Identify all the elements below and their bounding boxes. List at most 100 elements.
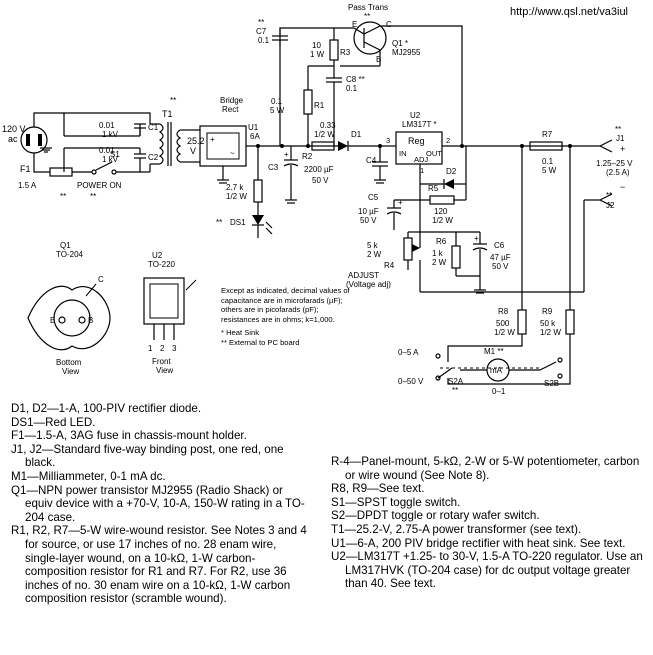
svg-text:**: ** xyxy=(452,386,458,395)
svg-text:1/2 W: 1/2 W xyxy=(432,216,453,225)
svg-text:**: ** xyxy=(606,191,612,200)
q1-pkg-label: Q1 xyxy=(60,241,71,250)
svg-text:**: ** xyxy=(258,18,264,27)
resistor-r1: R1 0.1 5 W xyxy=(270,65,334,148)
svg-text:(2.5 A): (2.5 A) xyxy=(606,168,630,177)
output-terminals: ** J1 + 1.25–25 V (2.5 A) − ** J2 xyxy=(584,125,633,210)
u2-pin-1: 1 xyxy=(148,344,153,353)
ground-return xyxy=(419,200,585,293)
part-item: S1—SPST toggle switch. xyxy=(331,495,461,509)
r9-value: 50 k xyxy=(540,319,556,328)
svg-text:50 V: 50 V xyxy=(312,176,329,185)
d1-label: D1 xyxy=(351,130,362,139)
led-ds1: 2.7 k 1/2 W ** DS1 xyxy=(216,146,273,238)
resistor-r2: 0.33 1/2 W R2 xyxy=(302,121,336,161)
q1-pin-b: B xyxy=(88,316,93,325)
bridge-rectifier-u1: Bridge Rect U1 6A + ~ xyxy=(190,96,260,184)
svg-text:B: B xyxy=(376,55,381,64)
capacitance-note: Except as indicated, decimal values of c… xyxy=(221,286,351,348)
svg-text:2 W: 2 W xyxy=(367,250,382,259)
part-item: M1—Milliammeter, 0-1 mA dc. xyxy=(11,469,166,483)
range-a-label: 0–5 A xyxy=(398,348,419,357)
parts-list-left: D1, D2—1-A, 100-PIV rectifier diode. DS1… xyxy=(11,402,311,606)
diode-d2: D2 xyxy=(419,146,467,200)
svg-text:+: + xyxy=(474,234,479,243)
c6-value: 47 µF xyxy=(490,253,511,262)
t1-label: T1 xyxy=(162,109,173,119)
u2-pkg-label: U2 xyxy=(152,251,163,260)
u2-label: U2 xyxy=(410,111,421,120)
m1-label: M1 ** xyxy=(484,347,504,356)
r4-label: R4 xyxy=(384,261,395,270)
part-item: S2—DPDT toggle or rotary wafer switch. xyxy=(331,509,540,523)
pin-adj: ADJ xyxy=(414,155,428,164)
c1-value: 0.01 xyxy=(99,121,115,130)
part-item: T1—25.2-V, 2.75-A power transformer (see… xyxy=(331,522,582,536)
ac-input-section: 120 V ac F1 1.5 A ** S1 POWER ON ** xyxy=(2,112,159,201)
q1-pin-c: C xyxy=(98,275,104,284)
input-label: 120 V xyxy=(2,124,26,134)
j1-label: J1 xyxy=(616,134,625,143)
resistor-r8 xyxy=(517,309,527,335)
s2a-label: S2A xyxy=(448,377,464,386)
u2-pin-2: 2 xyxy=(160,344,165,353)
capacitor-c4: C4 xyxy=(366,146,388,184)
c2-value: 0.01 xyxy=(99,146,115,155)
svg-text:1 kV: 1 kV xyxy=(102,155,119,164)
r8-label: R8 xyxy=(498,307,509,316)
u2-package: U2 TO-220 1 2 3 Front View xyxy=(143,251,197,375)
svg-text:1/2 W: 1/2 W xyxy=(494,328,515,337)
q1-package: Q1 TO-204 E B C Bottom View xyxy=(27,241,111,376)
svg-text:LM317T *: LM317T * xyxy=(402,120,437,129)
svg-text:5 W: 5 W xyxy=(270,106,285,115)
svg-text:−: − xyxy=(620,182,625,192)
s1-label: S1 xyxy=(110,150,120,159)
svg-text:2: 2 xyxy=(446,136,450,145)
r5-label: R5 xyxy=(428,184,439,193)
part-item: Q1—NPN power transistor MJ2955 (Radio Sh… xyxy=(11,483,305,524)
transformer-t1: T1 ** 25.2 V xyxy=(149,96,205,172)
ds1-label: DS1 xyxy=(230,218,246,227)
part-item: F1—1.5-A, 3AG fuse in chassis-mount hold… xyxy=(11,429,247,443)
svg-text:1/2 W: 1/2 W xyxy=(540,328,561,337)
resistor-2k7 xyxy=(253,179,263,203)
part-item: DS1—Red LED. xyxy=(11,415,96,429)
potentiometer-r4: 5 k 2 W R4 ADJUST (Voltage adj) xyxy=(346,231,421,289)
d2-label: D2 xyxy=(446,167,457,176)
svg-text:Rect: Rect xyxy=(222,105,239,114)
svg-text:+: + xyxy=(620,144,625,154)
front-view-label: Front xyxy=(152,357,171,366)
svg-text:View: View xyxy=(62,367,79,376)
part-item: R-4—Panel-mount, 5-kΩ, 2-W or 5-W potent… xyxy=(331,455,640,482)
part-item: D1, D2—1-A, 100-PIV rectifier diode. xyxy=(11,402,202,415)
c3-label: C3 xyxy=(268,163,279,172)
c3-value: 2200 µF xyxy=(304,165,334,174)
u1-label: U1 xyxy=(248,123,259,132)
svg-text:**: ** xyxy=(170,96,176,105)
svg-text:1: 1 xyxy=(420,166,424,175)
c5-value: 10 µF xyxy=(358,207,379,216)
m1-range: 0–1 xyxy=(492,387,506,396)
svg-text:1/2 W: 1/2 W xyxy=(226,192,247,201)
resistor-r6: R6 1 k 2 W xyxy=(420,231,480,277)
reg-label: Reg xyxy=(408,136,425,146)
svg-text:1 W: 1 W xyxy=(310,50,325,59)
svg-text:View: View xyxy=(156,366,173,375)
svg-text:50 V: 50 V xyxy=(360,216,377,225)
c4-label: C4 xyxy=(366,156,377,165)
svg-text:V: V xyxy=(190,146,196,156)
u2-pin-3: 3 xyxy=(172,344,177,353)
r1-value: 0.1 xyxy=(271,97,283,106)
svg-text:TO-204: TO-204 xyxy=(56,250,84,259)
part-item: R8, R9—See text. xyxy=(331,482,425,496)
svg-text:2 W: 2 W xyxy=(432,258,447,267)
svg-text:~: ~ xyxy=(230,149,235,158)
svg-text:**: ** xyxy=(364,12,370,21)
svg-text:TO-220: TO-220 xyxy=(148,260,176,269)
r1-label: R1 xyxy=(314,101,325,110)
f1-value: 1.5 A xyxy=(18,181,37,190)
resistor-r7: R7 0.1 5 W xyxy=(520,130,572,175)
c1-label: C1 xyxy=(148,123,159,132)
resistor-r9 xyxy=(565,309,575,335)
bridge-label: Bridge xyxy=(220,96,244,105)
